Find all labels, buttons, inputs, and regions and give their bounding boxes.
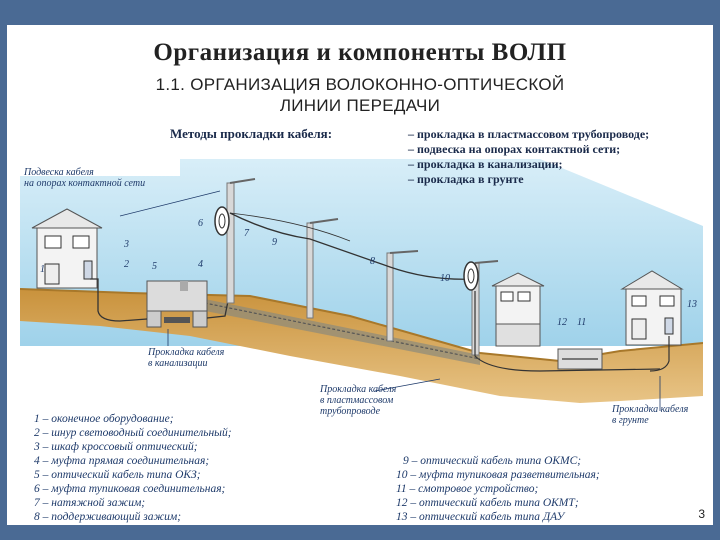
callout-pipe-line3: трубопроводе: [320, 407, 380, 417]
callout-suspension-line2: на опорах контактной сети: [24, 179, 145, 189]
marker-13: 13: [687, 299, 697, 310]
methods-heading: Методы прокладки кабеля:: [170, 126, 332, 142]
inspection-device: [558, 349, 602, 369]
slide-title: Организация и компоненты ВОЛП: [7, 39, 713, 67]
callout-duct-line1: Прокладка кабеля: [148, 348, 224, 358]
marker-11: 11: [577, 317, 586, 328]
slide-subtitle-line2: ЛИНИИ ПЕРЕДАЧИ: [7, 96, 713, 116]
marker-6: 6: [198, 218, 203, 229]
marker-8: 8: [370, 256, 375, 267]
callout-suspension-line1: Подвеска кабеля: [24, 168, 94, 178]
method-item-1: – прокладка в пластмассовом трубопроводе…: [408, 127, 649, 142]
marker-4: 4: [198, 259, 203, 270]
marker-7: 7: [244, 228, 249, 239]
legend-item-8: 8 – поддерживающий зажим;: [34, 511, 181, 523]
fiber-line-diagram: Методы прокладки кабеля: – прокладка в п…: [20, 121, 703, 521]
slide-subtitle-line1: 1.1. ОРГАНИЗАЦИЯ ВОЛОКОННО-ОПТИЧЕСКОЙ: [7, 75, 713, 95]
callout-ground-line2: в грунте: [612, 416, 649, 426]
legend-item-1: 1 – оконечное оборудование;: [34, 413, 174, 425]
method-item-3: – прокладка в канализации;: [408, 157, 562, 172]
marker-9: 9: [272, 237, 277, 248]
slide: Организация и компоненты ВОЛП 1.1. ОРГАН…: [7, 25, 713, 525]
callout-ground-line1: Прокладка кабеля: [612, 405, 688, 415]
marker-10: 10: [440, 273, 450, 284]
legend-item-5: 5 – оптический кабель типа ОКЗ;: [34, 469, 201, 481]
marker-12: 12: [557, 317, 567, 328]
manhole-duct: [147, 281, 207, 327]
method-item-2: – подвеска на опорах контактной сети;: [408, 142, 620, 157]
legend-item-11: 11 – смотровое устройство;: [396, 483, 538, 495]
legend-item-6: 6 – муфта тупиковая соединительная;: [34, 483, 225, 495]
page-number: 3: [698, 507, 705, 521]
marker-5: 5: [152, 261, 157, 272]
building-middle: [492, 273, 544, 346]
marker-2: 2: [124, 259, 129, 270]
callout-pipe-line2: в пластмассовом: [320, 396, 393, 406]
legend-item-13: 13 – оптический кабель типа ДАУ: [396, 511, 564, 523]
marker-3: 3: [124, 239, 129, 250]
legend-item-12: 12 – оптический кабель типа ОКМТ;: [396, 497, 579, 509]
callout-pipe-line1: Прокладка кабеля: [320, 385, 396, 395]
legend-item-2: 2 – шнур световодный соединительный;: [34, 427, 232, 439]
legend-item-7: 7 – натяжной зажим;: [34, 497, 145, 509]
method-item-4: – прокладка в грунте: [408, 172, 524, 187]
legend-item-4: 4 – муфта прямая соединительная;: [34, 455, 209, 467]
legend-item-10: 10 – муфта тупиковая разветвительная;: [396, 469, 600, 481]
callout-duct-line2: в канализации: [148, 359, 208, 369]
legend-item-3: 3 – шкаф кроссовый оптический;: [34, 441, 198, 453]
marker-1: 1: [40, 264, 45, 275]
legend-item-9: 9 – оптический кабель типа ОКМС;: [403, 455, 581, 467]
